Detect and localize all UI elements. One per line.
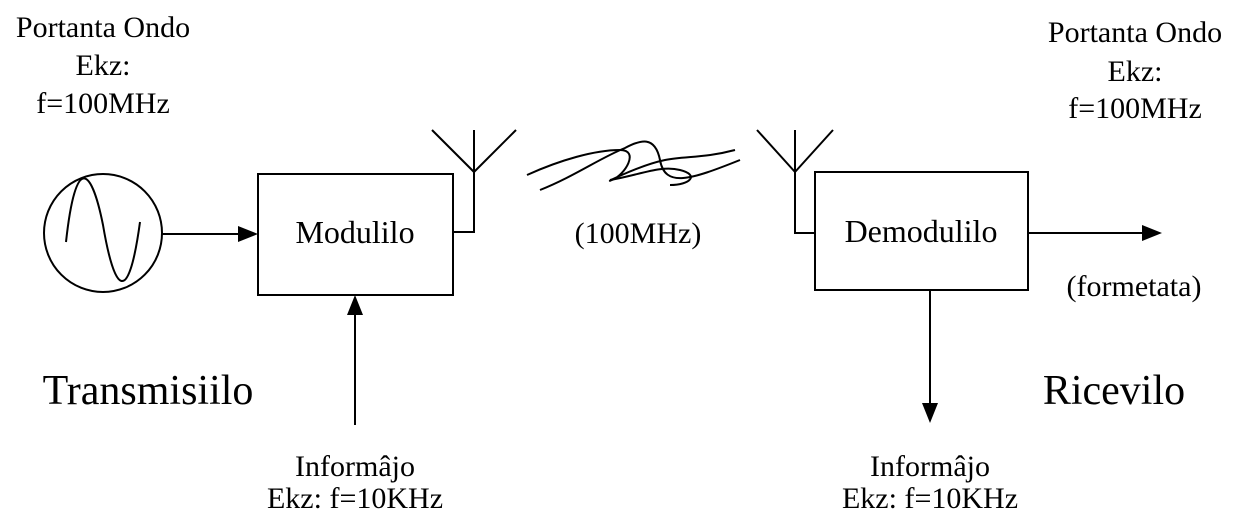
channel-frequency-label: (100MHz): [575, 217, 702, 250]
receive-antenna-icon: [756, 129, 834, 234]
carrier-left-line1: Portanta Ondo: [16, 11, 190, 44]
modulator-label: Modulilo: [295, 214, 414, 250]
output-label: (formetata): [1067, 270, 1202, 303]
info-input-arrowhead: [347, 295, 363, 315]
carrier-right-line3: f=100MHz: [1068, 92, 1202, 125]
carrier-left-line2: Ekz:: [76, 49, 131, 82]
modulator-box: [257, 173, 454, 296]
info-left-line2: Ekz: f=10KHz: [267, 482, 443, 514]
info-output-arrowhead: [922, 403, 938, 423]
carrier-left-line3: f=100MHz: [36, 87, 170, 120]
carrier-input-arrowhead: [238, 226, 258, 242]
oscillator-circle: [43, 173, 163, 293]
carrier-right-line2: Ekz:: [1108, 55, 1163, 88]
carrier-right-line1: Portanta Ondo: [1048, 16, 1222, 49]
info-right-line2: Ekz: f=10KHz: [842, 482, 1018, 514]
transmit-antenna-icon: [431, 129, 517, 233]
receiver-label: Ricevilo: [1043, 368, 1185, 414]
oscillator-source: [43, 173, 163, 293]
info-left-line1: Informâjo: [295, 450, 415, 483]
transmitter-label: Transmisiilo: [43, 368, 254, 414]
radio-wave-icon: [526, 140, 741, 191]
sine-wave-icon: [65, 177, 141, 282]
demodulator-box: [814, 171, 1029, 291]
output-arrowhead: [1142, 225, 1162, 241]
demodulator-label: Demodulilo: [845, 213, 998, 249]
info-right-line1: Informâjo: [870, 450, 990, 483]
